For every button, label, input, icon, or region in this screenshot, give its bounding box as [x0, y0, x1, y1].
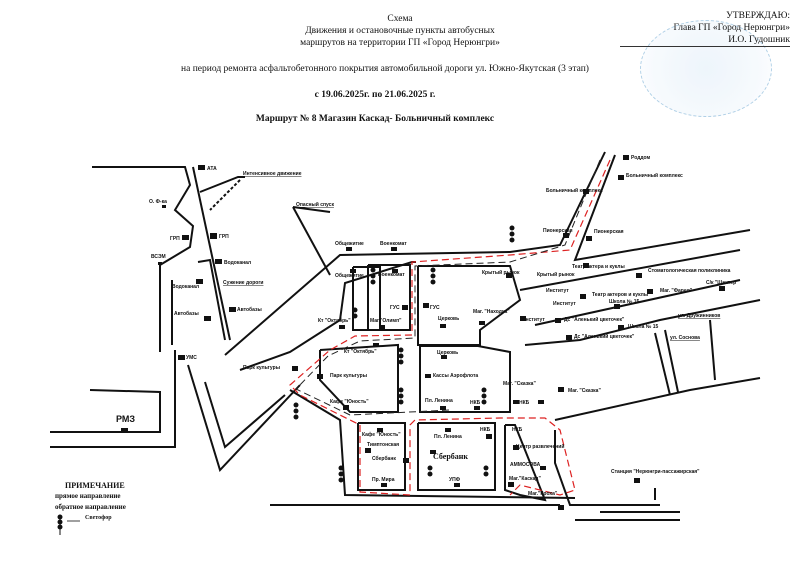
map-label: Сужение дороги [223, 280, 263, 286]
map-label: Маг. "Сказка" [503, 381, 536, 387]
map-label: Церковь [438, 316, 459, 322]
legend-reverse: обратное направление [55, 503, 126, 511]
approve-label: УТВЕРЖДАЮ: [726, 11, 790, 21]
map-label: Парк культуры [330, 373, 367, 379]
map-label: Маг."Каскад" [509, 476, 541, 482]
map-label: Больничный комплекс [626, 172, 683, 179]
map-label: ГРП [170, 236, 180, 242]
map-label: Церковь [437, 350, 458, 356]
map-label: Стоматологическая поликлиника [648, 268, 731, 274]
map-label: Крытый рынок [482, 269, 520, 276]
map-label: Военкомат [378, 272, 405, 278]
traffic-lights [293, 225, 515, 483]
map-label: Автобазы [237, 306, 262, 313]
map-label: АТА [207, 166, 217, 172]
map-label: Маг."Олимп" [370, 318, 402, 324]
map-label: Пл. Ленина [425, 398, 453, 404]
map-label: Маг. "Фарел" [660, 288, 693, 294]
map-label: Опасный спуск [296, 201, 334, 208]
map-label: Пр. Мира [372, 477, 395, 483]
legend: ПРИМЕЧАНИЕ прямое направление обратное н… [55, 480, 126, 524]
map-label: Пл. Ленина [434, 434, 462, 440]
approver-name: И.О. Гудошник [620, 34, 790, 47]
approver-position: Глава ГП «Город Нерюнгри» [673, 23, 791, 33]
map-label: Кафе "Юность" [330, 398, 369, 405]
map-label: Военкомат [380, 241, 407, 247]
map-label: НКБ [512, 427, 523, 433]
map-label: Дс "Аленький цветочек" [574, 333, 635, 340]
map-label: Интенсивное движение [243, 171, 302, 177]
map-label: Общежитие [335, 272, 364, 279]
map-label: Дс "Аленький цветочек" [564, 316, 625, 323]
map-label: Пионерская [543, 228, 573, 234]
doc-title: Схема [387, 14, 413, 24]
legend-traffic-light-icon [57, 514, 80, 535]
route-title: Маршрут № 8 Магазин Каскад- Больничный к… [255, 114, 495, 124]
doc-period: на период ремонта асфальтобетонного покр… [181, 64, 589, 74]
map-label: Крытый рынок [537, 271, 575, 278]
map-label: Станция "Нерюнгри-пассажирская" [611, 469, 700, 475]
legend-forward: прямое направление [55, 492, 121, 500]
map-label: РМЗ [116, 414, 135, 424]
map-label: Больничный комплекс [546, 187, 603, 194]
map-label: ул. Дружинников [678, 313, 720, 319]
map-label: С/к "Шахтер" [706, 280, 739, 286]
roads [50, 151, 761, 521]
map-label: УМС [186, 355, 197, 361]
map-label: Центр развлечений [516, 443, 564, 450]
map-label: Кассы Аэрофлота [433, 372, 478, 379]
map-label: О. Ф-ка [149, 199, 167, 205]
map-labels: АТА Интенсивное движение О. Ф-ка ГРП ГРП… [116, 155, 739, 497]
legend-title: ПРИМЕЧАНИЕ [65, 481, 125, 490]
bus-stops [121, 155, 725, 510]
map-label: Водоканал [172, 284, 199, 290]
map-label: Кафе "Юность" [362, 431, 401, 438]
approval-block: УТВЕРЖДАЮ: Глава ГП «Город Нерюнгри» И.О… [620, 10, 790, 47]
map-label: Институт [522, 317, 545, 323]
map-label: ВСЭМ [151, 254, 166, 260]
map-label: Пионерская [594, 229, 624, 235]
map-label: Театр актера и куклы [572, 264, 625, 270]
map-label: Кт "Октябрь" [318, 317, 351, 324]
map-label: НКБ [470, 400, 481, 406]
map-label: ГРП [219, 234, 229, 240]
map-label: НКБ [519, 400, 530, 406]
map-label: Автобазы [174, 310, 199, 317]
map-label: Институт [553, 301, 576, 307]
map-label: Институт [546, 288, 569, 294]
map-label: Маг. "Находка" [473, 309, 510, 315]
map-label: Школа № 15 [609, 299, 639, 305]
map-label: Парк культуры [243, 365, 280, 371]
map-label: Сбербанк [372, 455, 396, 462]
map-label: Маг."Кроха" [528, 491, 558, 497]
legend-traffic-light: Светофор [85, 515, 112, 521]
map-label: ГУС [430, 305, 440, 311]
map-label: Школа № 15 [628, 324, 658, 330]
map-label: ГУС [390, 305, 400, 311]
map-label: Театр актеров и куклы [592, 292, 648, 298]
map-label: Роддом [631, 155, 651, 161]
map-label: УПФ [449, 477, 461, 483]
map-label: АММОСОВА [510, 462, 541, 468]
map-label: Водоканал [224, 260, 251, 266]
official-stamp [640, 20, 772, 117]
map-label: Тимптонская [367, 442, 399, 448]
bus-route-reverse [295, 159, 601, 416]
doc-dates: с 19.06.2025г. по 21.06.2025 г. [314, 90, 436, 100]
map-label: НКБ [480, 427, 491, 433]
bus-route-forward [289, 159, 611, 496]
doc-subtitle-2: маршрутов на территории ГП «Город Нерюнг… [300, 38, 500, 48]
map-label: Маг. "Сказка" [568, 388, 601, 394]
map-label: Сбербанк [433, 452, 468, 461]
map-label: Кт "Октябрь" [344, 348, 377, 355]
doc-subtitle-1: Движения и остановочные пункты автобусны… [305, 26, 495, 36]
map-label: Общежитие [335, 240, 364, 247]
map-label: ул. Соснова [670, 335, 700, 341]
